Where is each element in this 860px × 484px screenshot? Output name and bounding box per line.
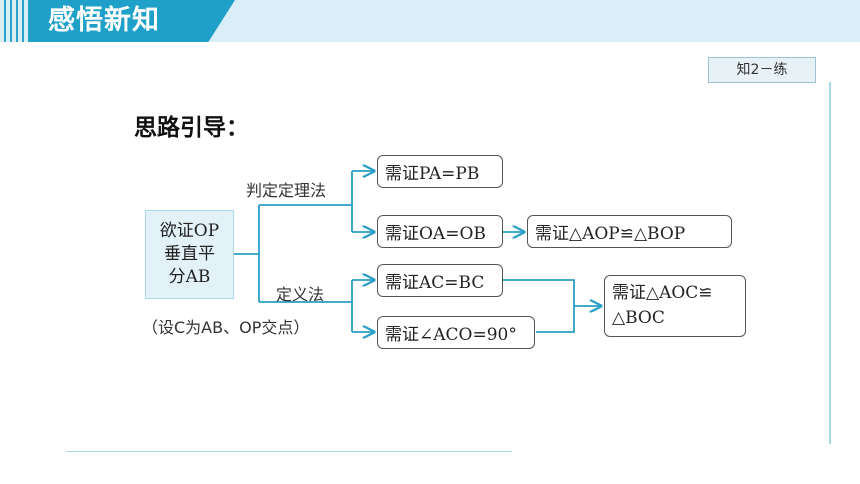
definition-method-label: 定义法 xyxy=(276,285,325,304)
box-aoc-boc: 需证△AOC≌ △BOC xyxy=(604,275,746,337)
header-tab xyxy=(30,0,235,42)
box-aco-90: 需证∠ACO=90° xyxy=(377,316,535,349)
header-stripes xyxy=(4,0,30,42)
intersection-note: （设C为AB、OP交点） xyxy=(142,318,310,337)
practice-badge: 知2－练 xyxy=(708,57,816,83)
box-oa-ob: 需证OA=OB xyxy=(377,215,503,248)
bottom-divider xyxy=(66,451,512,452)
guide-title: 思路引导： xyxy=(134,115,249,141)
goal-line-1: 欲证OP xyxy=(159,221,220,241)
box-pa-pb: 需证PA=PB xyxy=(377,155,503,188)
box-aop-bop: 需证△AOP≌△BOP xyxy=(527,215,732,248)
goal-line-3: 分AB xyxy=(168,267,211,287)
box-aoc-boc-line-1: 需证△AOC≌ xyxy=(612,283,713,303)
goal-box: 欲证OP 垂直平 分AB xyxy=(145,210,234,299)
page-title: 感悟新知 xyxy=(48,5,160,36)
box-aoc-boc-line-2: △BOC xyxy=(612,308,665,328)
theorem-method-label: 判定定理法 xyxy=(246,181,327,200)
goal-line-2: 垂直平 xyxy=(164,244,215,264)
box-ac-bc: 需证AC=BC xyxy=(377,264,503,297)
right-divider xyxy=(829,82,831,444)
